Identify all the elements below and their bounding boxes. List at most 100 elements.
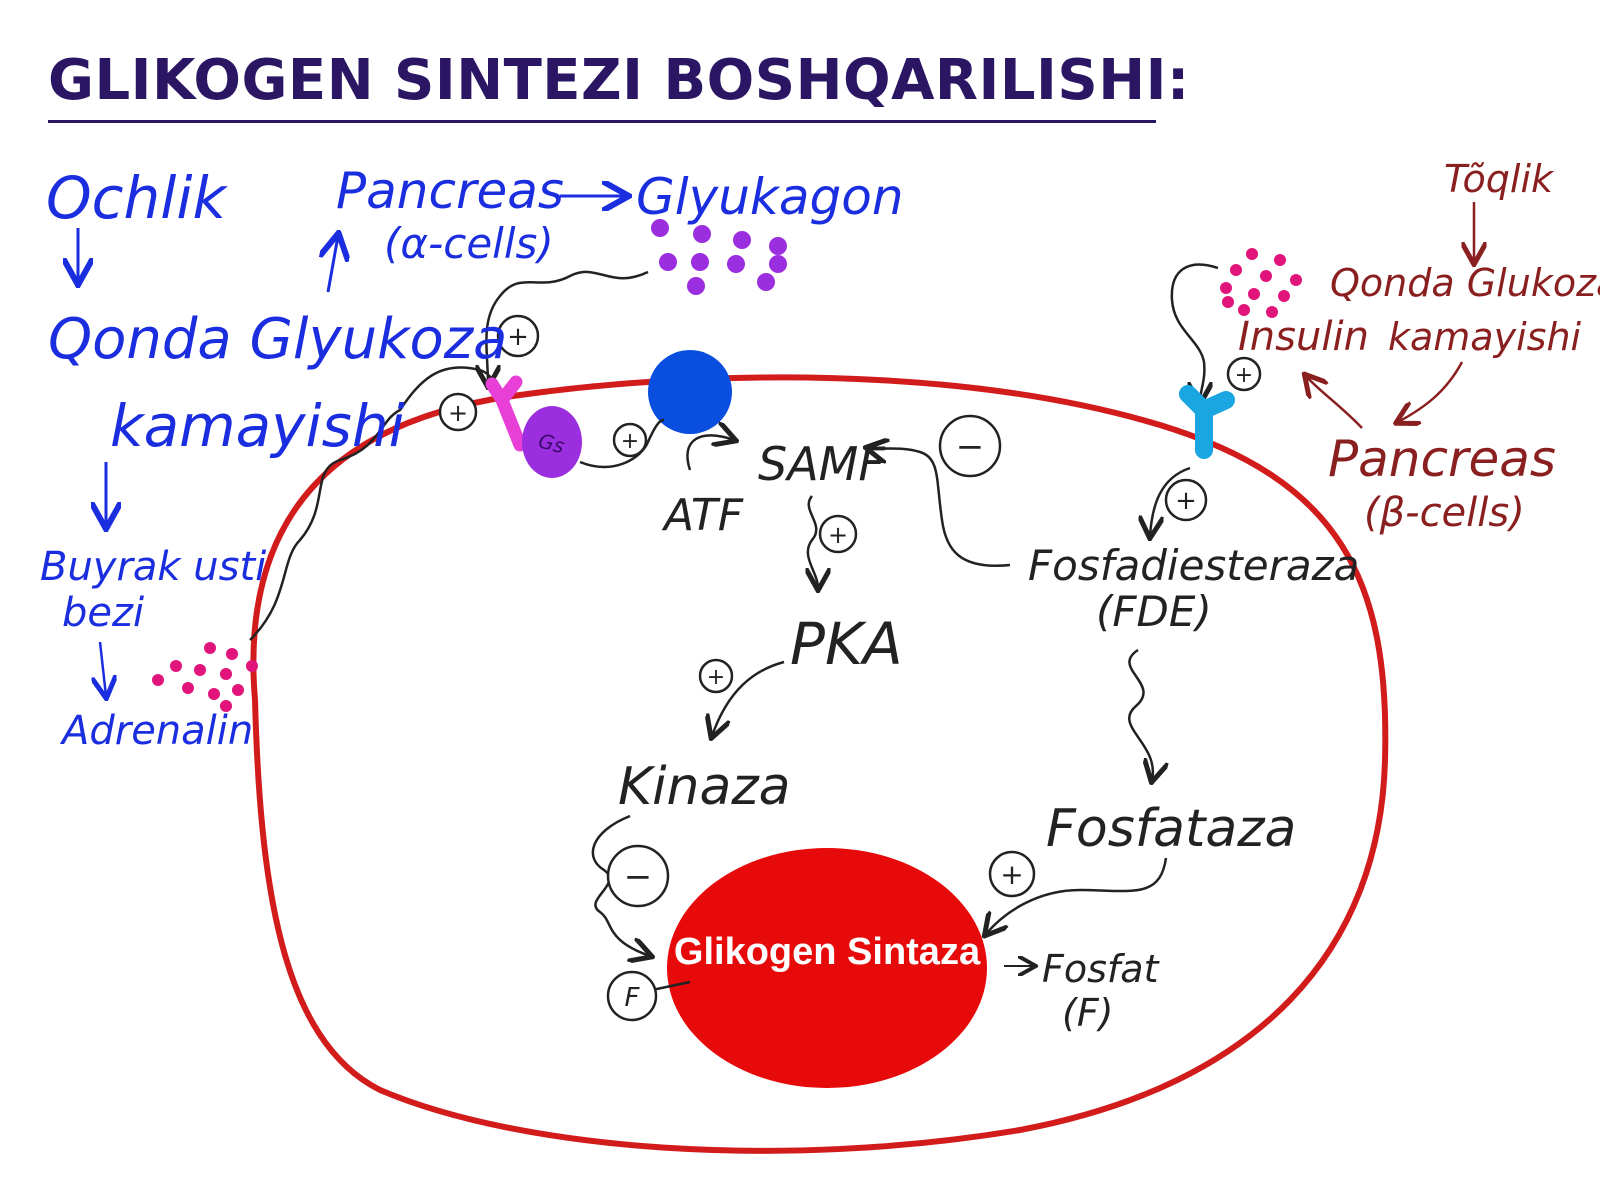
label-buyrak-usti: Buyrak usti [40,544,266,590]
label-ochlik: Ochlik [46,164,229,232]
arrow-kamayishi-to-pancreas [1398,361,1464,422]
arrow-bezi-to-adrenalin [100,641,106,696]
page-title: GLIKOGEN SINTEZI BOSHQARILISHI: [48,48,1190,113]
insulin-dot [1222,296,1234,308]
svg-text:F: F [625,983,641,1013]
f-circle: F [606,970,658,1022]
label-bezi: bezi [62,590,144,636]
arrow-pancreas-to-insulin [1306,376,1363,429]
label-adrenalin: Adrenalin [59,708,253,754]
atf-to-samf-arrow [686,435,734,471]
glucagon-receptor [485,375,527,452]
glucagon-dot [769,255,787,273]
adrenaline-dot [170,660,182,672]
adrenaline-dot [232,684,244,696]
label-beta-cells: (β-cells) [1364,490,1525,536]
insulin-dot [1274,254,1286,266]
minus-sign-fde: − [938,414,1002,478]
label-insulin: Insulin [1238,314,1369,360]
plus-sign-samf-pka: + [818,514,858,554]
insulin-dot [1278,290,1290,302]
gs-protein [522,406,582,478]
adrenaline-dot [220,700,232,712]
pka-to-kinaza-arrow [712,660,785,736]
label-glikogen-sintaza: Glikogen Sintaza [674,931,981,973]
adrenaline-dot [182,682,194,694]
svg-text:+: + [507,322,529,352]
adrenaline-dot [204,642,216,654]
kinaza-to-gs-squiggle [591,814,650,956]
plus-sign-insulin-fde: + [1164,478,1208,522]
insulin-molecules [1220,248,1302,318]
adrenaline-dot [208,688,220,700]
label-fosfodiesteraza: Fosfadiesteraza [1028,541,1359,590]
glucagon-dot [757,273,775,291]
svg-text:+: + [1235,363,1253,388]
glucagon-signal-path [486,270,649,385]
insulin-receptor [1179,385,1235,459]
samf-to-pka-arrow [808,495,818,588]
glucagon-dot [651,219,669,237]
f-attach-line [651,980,691,992]
svg-text:+: + [448,399,468,427]
insulin-receptor-to-fde-arrow [1150,466,1191,536]
label-pancreas-alpha: Pancreas [336,162,564,220]
glucagon-dot [769,237,787,255]
label-alpha-cells: (α-cells) [384,219,554,268]
plus-sign-glucagon: + [496,314,540,358]
svg-text:−: − [956,427,985,467]
glucagon-dot [687,277,705,295]
glucagon-dot [733,231,751,249]
plus-sign-adrenaline: + [438,392,478,432]
svg-text:+: + [828,521,848,549]
glucagon-dot [693,225,711,243]
adrenaline-signal-path [249,366,500,641]
label-kamayishi-right: kamayishi [1388,315,1582,359]
gs-to-ac-path [579,418,665,469]
label-toqlik: Tõqlik [1444,157,1555,201]
fde-to-samf-inhibition [868,448,1011,568]
label-samf: SAMF [758,437,885,491]
label-pka: PKA [790,610,903,678]
adrenaline-dot [220,668,232,680]
arrow-qonda-to-pancreas [328,236,338,293]
glucagon-molecules [651,219,787,295]
insulin-dot [1246,248,1258,260]
plus-sign-insulin: + [1226,356,1262,392]
adrenaline-dot [152,674,164,686]
fosfataza-to-synthase-arrow [986,857,1168,934]
svg-text:+: + [1175,486,1197,516]
svg-text:+: + [1000,858,1023,891]
title-underline [48,120,1156,123]
svg-text:−: − [624,857,653,897]
insulin-dot [1238,304,1250,316]
insulin-dot [1230,264,1242,276]
cell-membrane [250,374,1389,1154]
insulin-dot [1290,274,1302,286]
plus-sign-pka-kinaza: + [698,658,734,694]
label-qonda-glyukoza: Qonda Glyukoza [48,307,507,372]
insulin-dot [1260,270,1272,282]
label-fosfat: Fosfat [1042,947,1161,991]
plus-sign-fosfataza: + [988,850,1036,898]
insulin-dot [1266,306,1278,318]
svg-text:+: + [707,665,725,690]
insulin-dot [1220,282,1232,294]
glycogen-synthase-blob [667,848,987,1088]
minus-sign-kinaza: − [606,844,670,908]
adrenaline-dot [246,660,258,672]
fde-to-fosfataza-squiggle [1128,648,1153,780]
adrenaline-dot [194,664,206,676]
label-kamayishi-left: kamayishi [110,392,405,460]
label-pancreas-beta: Pancreas [1328,430,1556,488]
adrenaline-dot [226,648,238,660]
label-fosfataza: Fosfataza [1046,799,1296,859]
insulin-dot [1248,288,1260,300]
glucagon-dot [727,255,745,273]
label-qonda-glukoza-right: Qonda Glukoza [1330,261,1600,305]
adenylate-cyclase [648,350,732,434]
adrenaline-molecules [152,642,258,712]
label-glyukagon: Glyukagon [636,168,904,226]
insulin-signal-path [1170,263,1219,402]
